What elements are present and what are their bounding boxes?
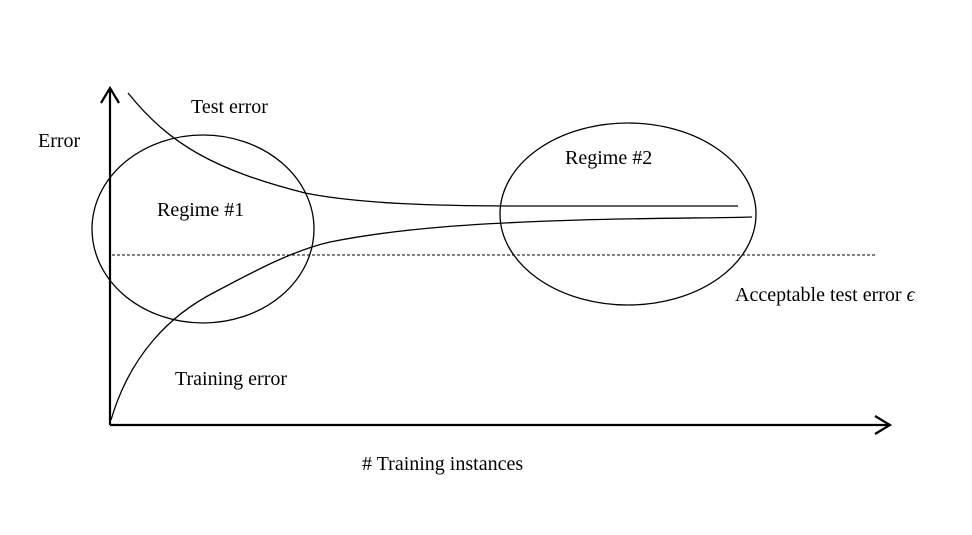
epsilon-symbol: ϵ	[907, 284, 916, 306]
training-error-curve	[110, 216, 753, 421]
x-axis-arrowhead	[874, 415, 893, 435]
acceptable-error-label: Acceptable test error ϵ	[735, 284, 916, 306]
test-error-label: Test error	[191, 96, 268, 118]
regime-1-label: Regime #1	[157, 199, 244, 221]
y-axis-label: Error	[38, 130, 81, 152]
y-axis-arrowhead	[100, 85, 120, 104]
regime-2-label: Regime #2	[565, 147, 652, 169]
regime-2-ellipse	[499, 122, 757, 306]
regime-1-ellipse	[91, 134, 315, 324]
training-error-label: Training error	[175, 368, 287, 390]
x-axis-label: # Training instances	[362, 453, 523, 475]
acceptable-error-text: Acceptable test error	[735, 284, 907, 306]
